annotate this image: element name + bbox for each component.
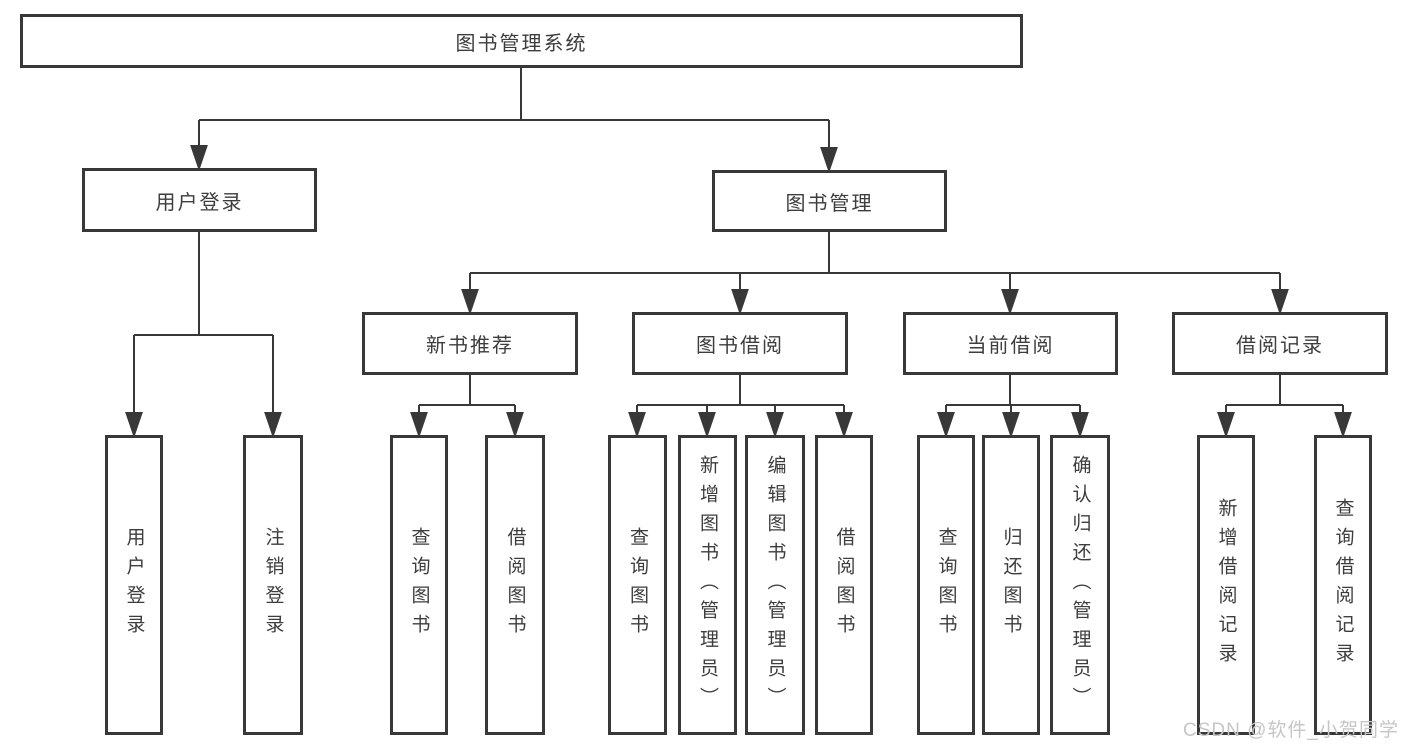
node-borrowing-records: 借阅记录 — [1172, 312, 1388, 375]
node-label: 图书管理 — [785, 192, 874, 215]
connector-root-to-level1 — [190, 68, 838, 174]
node-label: 借阅记录 — [1236, 335, 1324, 357]
leaf-label: 归还图书 — [1000, 527, 1022, 643]
leaf-label: 新增借阅记录 — [1215, 498, 1237, 672]
leaf-label: 确认归还（管理员） — [1069, 454, 1091, 716]
leaf-label: 查询图书 — [408, 527, 430, 643]
node-label: 图书借阅 — [696, 335, 784, 357]
leaf-label: 借阅图书 — [833, 527, 855, 643]
leaf-logout: 注销登录 — [243, 435, 303, 735]
leaf-query-borrow-record: 查询借阅记录 — [1314, 435, 1372, 735]
leaf-add-books-admin: 新增图书（管理员） — [678, 435, 737, 735]
leaf-user-login: 用户登录 — [105, 435, 163, 735]
leaf-label: 查询图书 — [935, 527, 957, 643]
leaf-add-borrow-record: 新增借阅记录 — [1197, 435, 1255, 735]
leaf-label: 查询图书 — [627, 527, 648, 643]
leaf-borrow-books: 借阅图书 — [815, 435, 873, 735]
leaf-label: 注销登录 — [262, 527, 284, 643]
leaf-edit-books-admin: 编辑图书（管理员） — [745, 435, 805, 735]
connector-user-login-to-leaves — [125, 232, 282, 439]
connector-current-borrow-to-leaves — [937, 375, 1089, 439]
leaf-label: 借阅图书 — [504, 527, 526, 643]
leaf-label: 新增图书（管理员） — [697, 454, 718, 716]
leaf-borrow-books-recommend: 借阅图书 — [485, 435, 545, 735]
leaf-query-books-current: 查询图书 — [917, 435, 975, 735]
node-label: 图书管理系统 — [455, 32, 588, 55]
node-label: 新书推荐 — [426, 335, 514, 357]
leaf-query-books-borrow: 查询图书 — [608, 435, 667, 735]
node-user-login: 用户登录 — [82, 168, 317, 232]
leaf-label: 查询借阅记录 — [1332, 498, 1354, 672]
leaf-confirm-return-admin: 确认归还（管理员） — [1050, 435, 1110, 735]
connector-book-borrow-to-leaves — [628, 375, 853, 439]
node-library-management-system: 图书管理系统 — [20, 14, 1023, 68]
node-book-borrowing: 图书借阅 — [632, 312, 848, 375]
node-new-book-recommendation: 新书推荐 — [362, 312, 578, 375]
leaf-query-books-recommend: 查询图书 — [390, 435, 448, 735]
connector-new-book-to-leaves — [410, 375, 524, 439]
csdn-watermark: CSDN @软件_小贺同学 — [1183, 720, 1399, 741]
connector-borrow-records-to-leaves — [1217, 375, 1352, 439]
leaf-label: 用户登录 — [123, 527, 145, 643]
leaf-label: 编辑图书（管理员） — [764, 454, 786, 716]
node-label: 当前借阅 — [966, 335, 1055, 357]
node-current-borrowing: 当前借阅 — [903, 312, 1118, 375]
connector-book-mgmt-to-level2 — [461, 232, 1289, 316]
leaf-return-books: 归还图书 — [982, 435, 1040, 735]
node-book-management: 图书管理 — [712, 170, 947, 232]
node-label: 用户登录 — [155, 191, 244, 214]
